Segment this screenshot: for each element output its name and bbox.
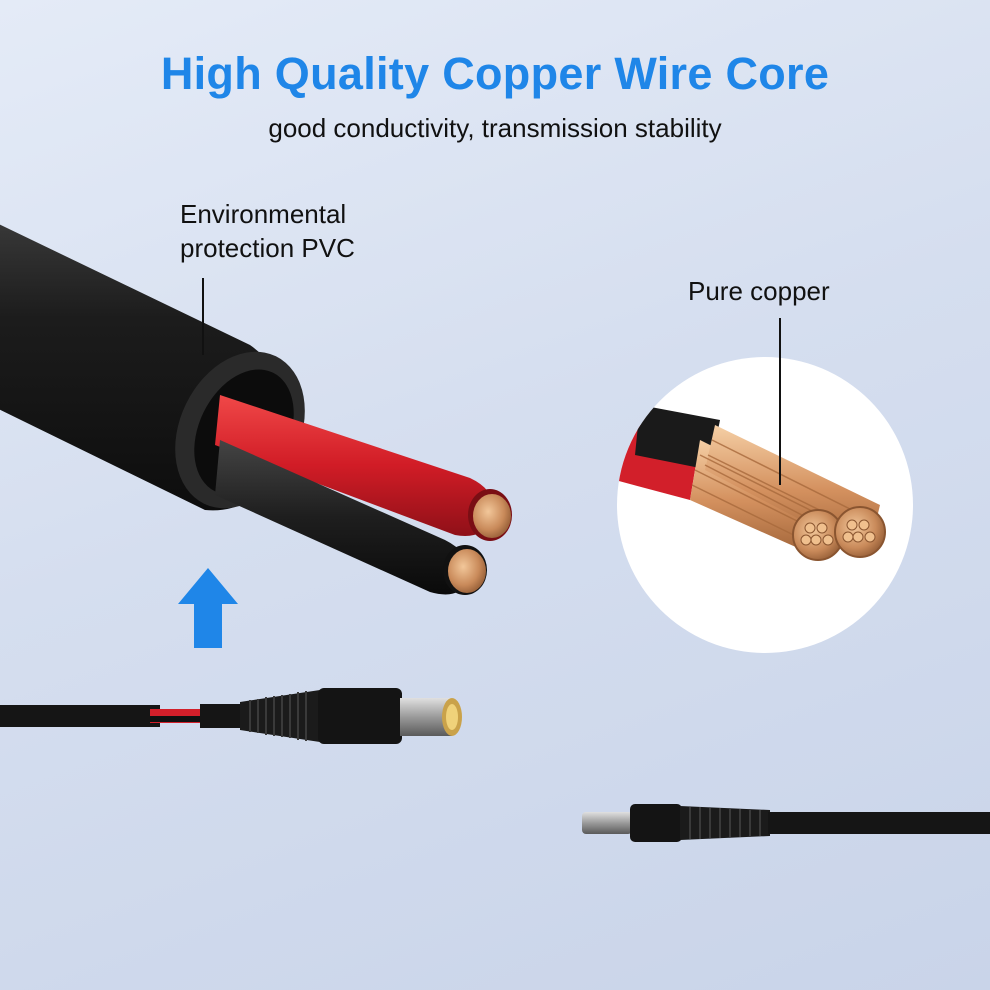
up-arrow-icon (178, 568, 238, 648)
page-title: High Quality Copper Wire Core (160, 48, 830, 99)
page-subtitle: good conductivity, transmission stabilit… (268, 113, 722, 143)
pvc-callout-line2: protection PVC (180, 233, 355, 263)
dc-plug-cable-left (0, 688, 462, 744)
copper-zoom-circle (617, 318, 913, 653)
black-inner-wire (215, 440, 487, 595)
pvc-callout-line1: Environmental (180, 199, 347, 229)
copper-callout: Pure copper (688, 276, 830, 306)
dc-plug-cable-right (582, 804, 990, 842)
red-inner-wire (215, 395, 512, 541)
pvc-callout: Environmental protection PVC (180, 197, 420, 265)
